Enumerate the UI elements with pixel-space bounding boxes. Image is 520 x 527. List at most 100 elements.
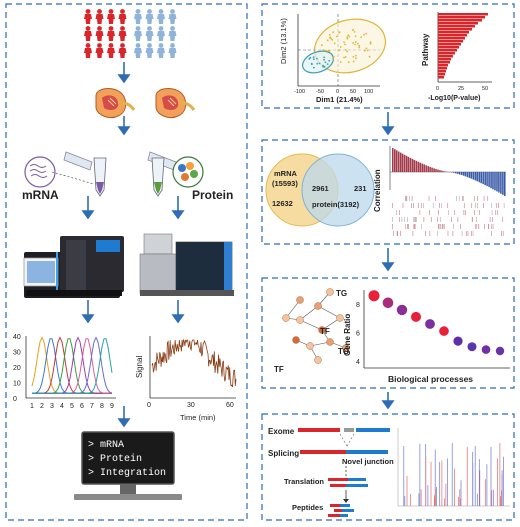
pca-point	[343, 56, 345, 59]
bubble-point	[439, 326, 449, 336]
bubble-point	[368, 290, 380, 302]
correlation-bar	[460, 172, 463, 175]
correlation-bar	[419, 162, 422, 172]
signal-xtick: 60	[226, 402, 234, 409]
expression-series-line	[32, 338, 113, 394]
pca-point	[352, 42, 354, 44]
network-edge	[317, 305, 341, 319]
network-node	[306, 342, 314, 350]
pca-point	[322, 64, 324, 67]
line-chart-xtick: 2	[40, 403, 44, 410]
correlation-bar	[470, 172, 473, 179]
person-icon	[84, 43, 92, 58]
pca-point	[318, 62, 321, 65]
pca-point	[358, 44, 361, 47]
pca-point	[348, 35, 351, 38]
pca-point	[346, 37, 349, 40]
line-chart-ytick: 40	[13, 334, 21, 341]
pca-point	[332, 31, 335, 34]
pca-point	[358, 46, 361, 49]
pathway-bar	[438, 37, 465, 40]
correlation-bar	[411, 158, 414, 172]
correlation-bar	[480, 172, 482, 184]
exon-bar	[298, 428, 340, 432]
pathway-bar	[438, 64, 448, 67]
correlation-chart: Correlation	[373, 146, 506, 236]
pca-point	[322, 65, 324, 68]
peptides-label: Peptides	[292, 503, 323, 512]
person-icon	[157, 9, 165, 24]
pca-point	[339, 61, 342, 63]
correlation-bar	[498, 172, 500, 193]
network-node	[336, 314, 344, 322]
bubble-xlabel: Biological processes	[388, 374, 473, 384]
line-chart-ytick: 10	[13, 381, 21, 388]
pca-xtick: -100	[294, 89, 305, 95]
arrow-down-icon	[381, 126, 395, 136]
pca-point	[356, 42, 359, 45]
pathway-bar	[438, 28, 472, 31]
person-icon	[118, 9, 127, 24]
person-icon	[145, 26, 154, 41]
correlation-bar	[454, 172, 457, 174]
pca-point	[343, 41, 345, 43]
pca-point	[330, 37, 332, 40]
pca-point	[354, 54, 357, 57]
bubble-point	[396, 304, 408, 316]
person-icon	[84, 9, 92, 24]
tissue-icon	[155, 88, 196, 119]
line-chart-xtick: 6	[80, 403, 84, 410]
pca-point	[338, 31, 341, 34]
pca-point	[339, 46, 342, 48]
correlation-bar	[486, 172, 488, 187]
line-chart-ytick: 30	[13, 350, 21, 357]
signal-xtick: 0	[147, 402, 151, 409]
venn-mrna-title: mRNA	[274, 169, 298, 178]
line-chart-xtick: 9	[110, 403, 114, 410]
pca-point	[366, 49, 369, 52]
person-icon	[145, 43, 154, 58]
network-bubble-panel	[261, 277, 515, 389]
line-chart-xtick: 3	[50, 403, 54, 410]
bubble-point	[467, 342, 477, 352]
network-node-label: TF	[274, 365, 284, 374]
pca-point	[353, 31, 356, 33]
pathway-bar	[438, 19, 482, 22]
person-icon	[157, 26, 165, 41]
pca-point	[365, 32, 368, 35]
pathway-bar	[438, 49, 457, 52]
correlation-bar	[423, 164, 425, 172]
pca-point	[325, 49, 327, 52]
pca-point	[344, 43, 346, 46]
arrow-down-icon	[117, 418, 131, 428]
correlation-bar	[415, 160, 418, 172]
correlation-bar	[409, 157, 412, 172]
pca-point	[316, 62, 319, 65]
pca-point	[313, 66, 315, 69]
correlation-ylabel: Correlation	[373, 169, 382, 212]
bubble-ytick: 8	[356, 302, 360, 309]
correlation-bar	[405, 155, 408, 172]
pathway-bar	[438, 31, 469, 34]
pca-point	[323, 65, 326, 68]
proteogenomics-panel	[261, 413, 515, 521]
pathway-xtick: 0	[436, 86, 439, 92]
pca-point	[329, 36, 332, 38]
bubble-point	[425, 319, 435, 329]
line-chart-ytick: 20	[13, 365, 21, 372]
network-node	[326, 338, 334, 346]
correlation-bar	[399, 152, 402, 172]
arrow-down-icon	[117, 126, 131, 136]
pca-point	[316, 57, 318, 60]
exon-bar	[356, 428, 390, 432]
pathway-ylabel: Pathway	[421, 33, 430, 66]
pca-point	[354, 41, 357, 43]
correlation-bar	[488, 172, 490, 188]
person-icon	[134, 43, 142, 58]
correlation-bar	[421, 163, 424, 172]
correlation-bar	[397, 151, 400, 172]
pca-point	[368, 55, 371, 58]
pca-point	[338, 49, 341, 51]
monitor-line-mrna: > mRNA	[88, 440, 124, 451]
pca-point	[333, 42, 336, 45]
